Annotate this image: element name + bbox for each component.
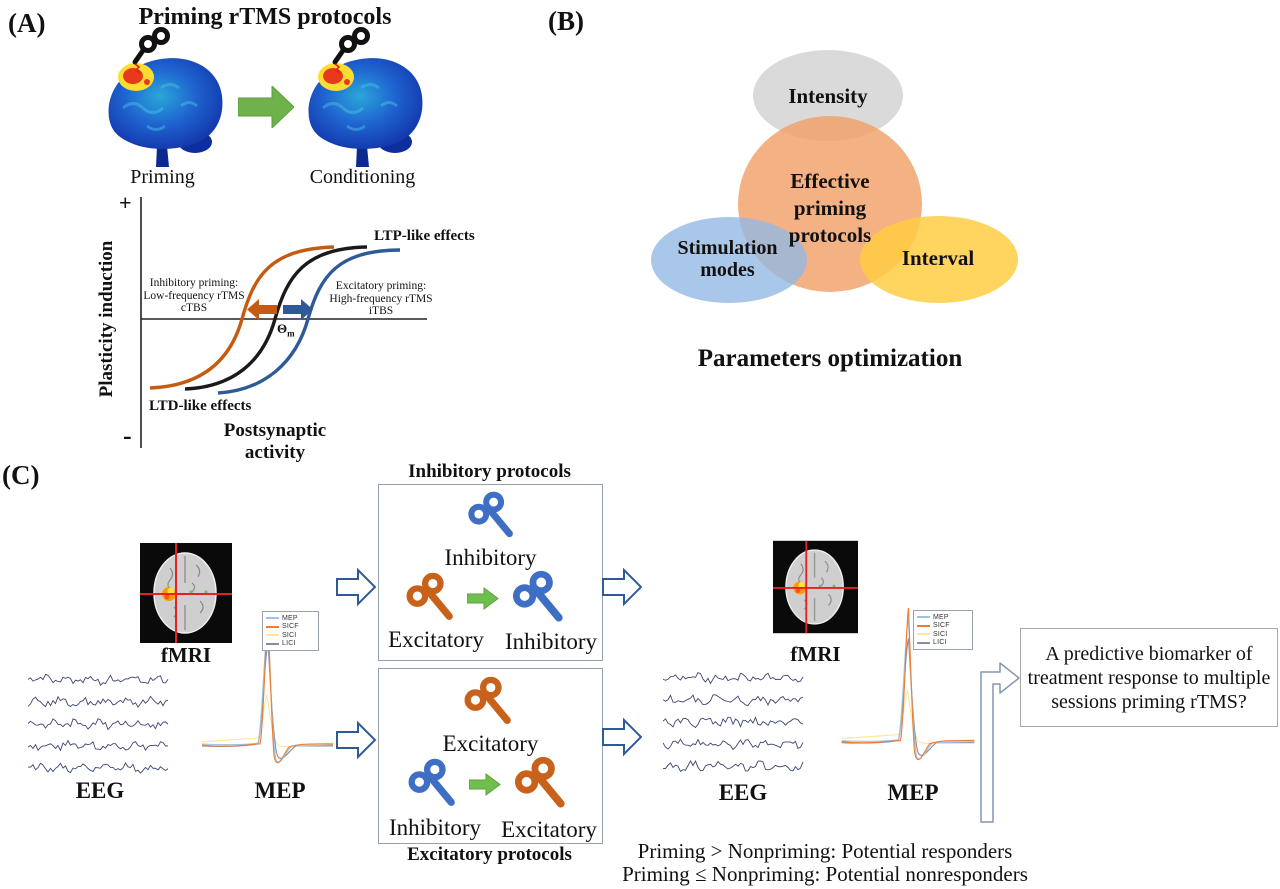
- y-axis-plus: +: [119, 190, 132, 215]
- x-axis-label: Postsynaptic activity: [223, 420, 327, 463]
- inhibitory-coil-icon: [408, 758, 455, 806]
- conditioning-caption: Conditioning: [309, 166, 416, 188]
- priming-brain-image: [108, 58, 223, 167]
- flow-arrow-icon: [336, 567, 376, 607]
- lici-line-swatch: [917, 641, 930, 644]
- excitatory-protocols-box: Excitatory Inhibitory Excitatory: [378, 668, 603, 844]
- inhibitory-box-from-label: Excitatory: [388, 627, 484, 652]
- excitatory-protocols-title: Excitatory protocols: [407, 844, 572, 865]
- sici-line-swatch: [917, 633, 930, 636]
- interval-ellipse: [860, 216, 1018, 303]
- plasticity-plot: [140, 197, 427, 448]
- result-lines: Priming > Nonpriming: Potential responde…: [610, 840, 1040, 885]
- green-arrow-icon: [467, 587, 499, 610]
- mep-line-swatch: [266, 617, 279, 620]
- inhibitory-single-label: Inhibitory: [444, 545, 537, 570]
- y-axis-minus: -: [123, 421, 132, 450]
- mep-label-right: MEP: [887, 780, 939, 805]
- inhibitory-priming-annotation: Inhibitory priming: Low-frequency rTMS c…: [143, 277, 245, 314]
- priming-caption: Priming: [130, 166, 195, 188]
- flow-arrow-icon: [336, 720, 376, 760]
- excitatory-box-from-label: Inhibitory: [389, 815, 481, 840]
- lici-line-swatch: [266, 642, 279, 645]
- excitatory-priming-annotation: Excitatory priming: High-frequency rTMS …: [329, 280, 433, 317]
- mep-line-swatch: [917, 616, 930, 619]
- excitatory-coil-icon: [514, 756, 565, 808]
- panel-a-label: (A): [8, 8, 46, 38]
- inhibitory-protocols-box: Inhibitory Excitatory Inhibitory: [378, 484, 603, 661]
- fmri-label-right: fMRI: [790, 642, 841, 666]
- nonresponders-line: Priming ≤ Nonpriming: Potential nonrespo…: [622, 861, 1028, 886]
- excitatory-single-label: Excitatory: [442, 731, 539, 756]
- sicf-line-swatch: [917, 624, 930, 627]
- responders-line: Priming > Nonpriming: Potential responde…: [637, 839, 1013, 863]
- ltd-label: LTD-like effects: [149, 398, 252, 414]
- ltp-label: LTP-like effects: [374, 228, 475, 244]
- stimulation-modes-ellipse: [651, 217, 807, 303]
- y-axis-label: Plasticity induction: [96, 240, 117, 398]
- eeg-traces: [28, 673, 169, 774]
- theta-m-label: Θm: [277, 321, 295, 339]
- excitatory-coil-icon: [464, 676, 511, 724]
- panel-b-label: (B): [548, 6, 584, 36]
- interval-label: Interval: [901, 246, 975, 270]
- parameters-optimization-caption: Parameters optimization: [697, 345, 963, 372]
- fmri-image: [140, 543, 232, 643]
- mep-legend: MEP SICF SICI LICI: [262, 611, 319, 651]
- eeg-label-left: EEG: [75, 778, 125, 803]
- panel-c-label: (C): [2, 460, 40, 490]
- mep-label-left: MEP: [254, 778, 306, 803]
- intensity-label: Intensity: [788, 84, 868, 108]
- mep-plot: [841, 607, 975, 760]
- panel-a-title: Priming rTMS protocols: [138, 4, 392, 30]
- fmri-label-left: fMRI: [160, 643, 212, 667]
- eeg-traces: [663, 672, 804, 773]
- elbow-arrow-icon: [980, 662, 1020, 823]
- eeg-label-right: EEG: [718, 780, 768, 805]
- excitatory-coil-icon: [406, 572, 453, 620]
- effective-priming-label: Effective priming protocols: [788, 169, 872, 247]
- flow-arrow-icon: [602, 717, 642, 757]
- green-arrow-icon: [469, 773, 501, 796]
- excitatory-box-to-label: Excitatory: [501, 817, 597, 842]
- inhibitory-box-to-label: Inhibitory: [505, 629, 597, 654]
- green-arrow-icon: [238, 86, 294, 128]
- outcome-box: A predictive biomarker of treatment resp…: [1020, 628, 1278, 727]
- tms-coil-icon: [332, 27, 370, 74]
- inhibitory-coil-icon: [468, 491, 513, 538]
- mep-legend: MEP SICF SICI LICI: [913, 610, 973, 650]
- flow-arrow-icon: [602, 567, 642, 607]
- stimulation-modes-label: Stimulation modes: [677, 237, 778, 281]
- inhibitory-coil-icon: [512, 570, 563, 622]
- tms-coil-icon: [132, 27, 170, 74]
- inhibitory-protocols-title: Inhibitory protocols: [408, 461, 571, 482]
- fmri-image: [773, 540, 858, 634]
- sici-line-swatch: [266, 634, 279, 637]
- sicf-line-swatch: [266, 625, 279, 628]
